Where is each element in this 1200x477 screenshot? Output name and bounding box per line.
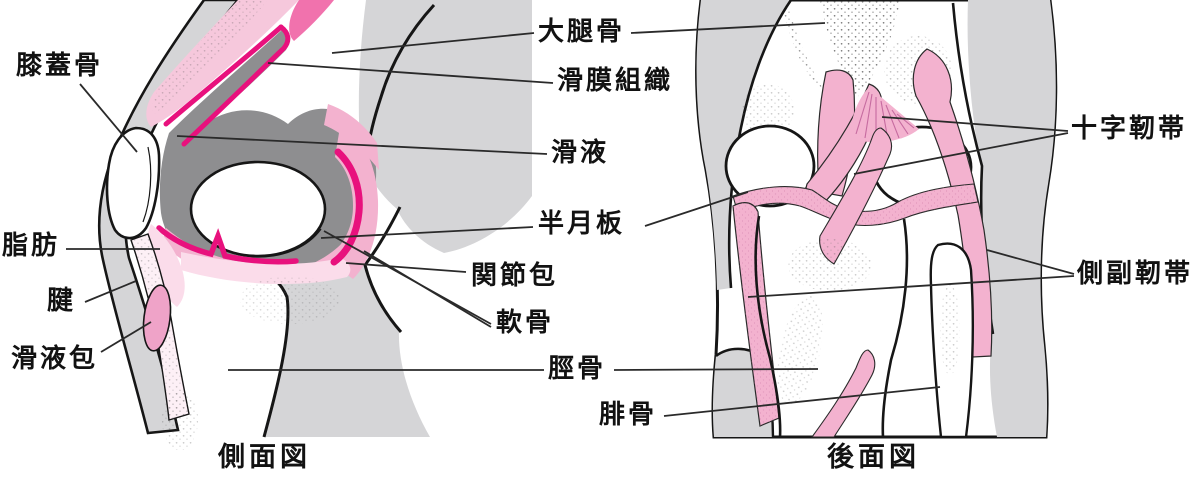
posterior-view-drawing	[695, 0, 1058, 439]
label-cartilage: 軟骨	[496, 308, 555, 338]
label-collateral-ligament: 側副靭帯	[1077, 259, 1194, 289]
label-patella: 膝蓋骨	[16, 51, 104, 81]
label-meniscus: 半月板	[538, 209, 626, 239]
label-synovial-fluid: 滑液	[551, 138, 610, 168]
label-fibula: 腓骨	[599, 400, 658, 430]
caption-posterior-view: 後面図	[827, 442, 920, 473]
label-synovial-membrane: 滑膜組織	[557, 66, 674, 96]
label-bursa: 滑液包	[11, 344, 99, 374]
label-joint-capsule: 関節包	[471, 261, 559, 291]
caption-side-view: 側面図	[218, 442, 311, 473]
label-tendon: 腱	[47, 286, 77, 316]
label-fat: 脂肪	[2, 231, 61, 261]
label-femur: 大腿骨	[538, 17, 626, 47]
leader-lines	[66, 22, 1075, 417]
label-tibia: 脛骨	[548, 354, 607, 384]
label-cruciate-ligament: 十字靭帯	[1071, 114, 1188, 144]
side-view-drawing	[97, 0, 532, 450]
